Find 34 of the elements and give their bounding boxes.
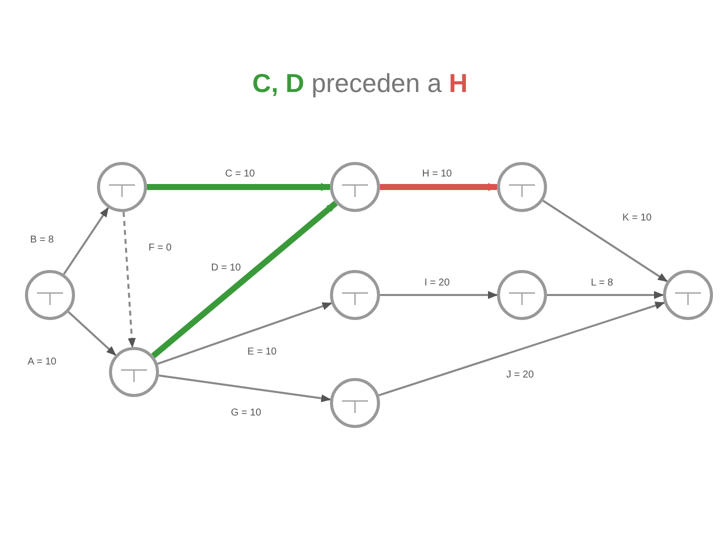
edge-label: J = 20 (504, 370, 536, 380)
event-circle (97, 162, 147, 212)
edge-label: F = 0 (146, 242, 174, 254)
event-circle (25, 270, 75, 320)
event-circle (330, 162, 380, 212)
event-circle (330, 378, 380, 428)
edge-label: K = 10 (620, 212, 654, 224)
arrow (158, 374, 332, 402)
arrow (380, 291, 498, 299)
event-circle (497, 270, 547, 320)
arrow (378, 302, 666, 396)
event-circle (497, 162, 547, 212)
title: C, D preceden a H (251, 68, 469, 99)
event-circle (330, 270, 380, 320)
arrow (380, 183, 498, 191)
edge-label: C = 10 (223, 168, 257, 180)
dashed-arrow (122, 212, 136, 348)
arrow (147, 183, 331, 191)
arrow (68, 311, 116, 356)
arrow (547, 291, 664, 299)
edge-label: G = 10 (228, 408, 264, 418)
edge-label: A = 10 (26, 356, 58, 368)
edge-label: I = 20 (422, 278, 452, 288)
edge-label: B = 8 (28, 234, 56, 246)
edge-label: E = 10 (245, 346, 279, 358)
edge-label: H = 10 (420, 168, 454, 180)
edge-label: D = 10 (209, 262, 243, 274)
arrow (542, 200, 668, 282)
event-circle (109, 347, 159, 397)
arrow (151, 200, 338, 358)
edge-label: L = 8 (588, 278, 616, 288)
event-circle (663, 270, 713, 320)
arrow (63, 206, 109, 275)
arrow (157, 302, 332, 365)
